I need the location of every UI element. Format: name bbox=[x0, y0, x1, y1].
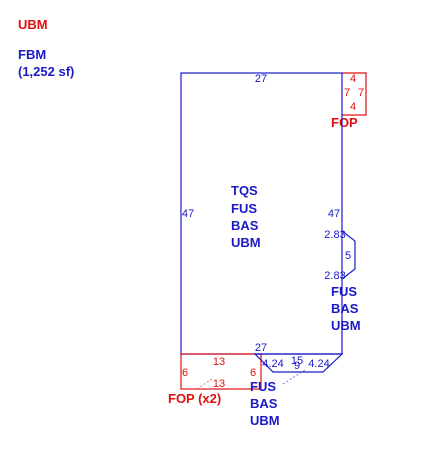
main-dim-right: 47 bbox=[328, 208, 340, 220]
main-code-4: UBM bbox=[231, 235, 261, 250]
main-area-outline bbox=[180, 72, 343, 355]
angled-dim-right: 4.24 bbox=[308, 358, 329, 370]
angled-section-leader bbox=[282, 369, 306, 385]
angled-dim-top: 15 bbox=[291, 355, 303, 367]
bay-outline bbox=[341, 230, 356, 280]
angled-dim-left: 4.24 bbox=[262, 358, 283, 370]
bay-dim-side: 5 bbox=[345, 250, 351, 262]
bay-code-3: UBM bbox=[331, 318, 361, 333]
bottom-porch-label: FOP (x2) bbox=[168, 391, 221, 406]
top-porch-dim-right: 7 bbox=[358, 87, 364, 99]
bottom-porch-leader bbox=[196, 378, 213, 390]
area-code: FBM bbox=[18, 47, 46, 62]
area-total: (1,252 sf) bbox=[18, 64, 74, 79]
bay-code-1: FUS bbox=[331, 284, 357, 299]
angled-code-3: UBM bbox=[250, 413, 280, 428]
main-code-1: TQS bbox=[231, 183, 258, 198]
top-porch-dim-top: 4 bbox=[350, 73, 356, 85]
bay-dim-top: 2.83 bbox=[324, 229, 345, 241]
top-porch-dim-bottom: 4 bbox=[350, 101, 356, 113]
main-dim-bottom: 27 bbox=[255, 342, 267, 354]
angled-dim-bottom: 9 bbox=[294, 360, 300, 372]
bay-code-2: BAS bbox=[331, 301, 359, 316]
top-porch-dim-left: 7 bbox=[344, 87, 350, 99]
main-code-2: FUS bbox=[231, 201, 257, 216]
angled-code-1: FUS bbox=[250, 379, 276, 394]
top-porch-label: FOP bbox=[331, 115, 358, 130]
top-porch-outline bbox=[342, 72, 367, 116]
sketch-title: UBM bbox=[18, 17, 48, 32]
main-dim-left: 47 bbox=[182, 208, 194, 220]
bottom-porch-dim-left: 6 bbox=[182, 367, 188, 379]
main-dim-top: 27 bbox=[255, 73, 267, 85]
bottom-porch-dim-top: 13 bbox=[213, 356, 225, 368]
bay-dim-bottom: 2.83 bbox=[324, 270, 345, 282]
angled-section-outline bbox=[253, 353, 344, 373]
bottom-porch-dim-bottom: 13 bbox=[213, 378, 225, 390]
main-code-3: BAS bbox=[231, 218, 259, 233]
bottom-porch-dim-right: 6 bbox=[250, 367, 256, 379]
bottom-porch-outline bbox=[180, 353, 262, 390]
angled-code-2: BAS bbox=[250, 396, 278, 411]
